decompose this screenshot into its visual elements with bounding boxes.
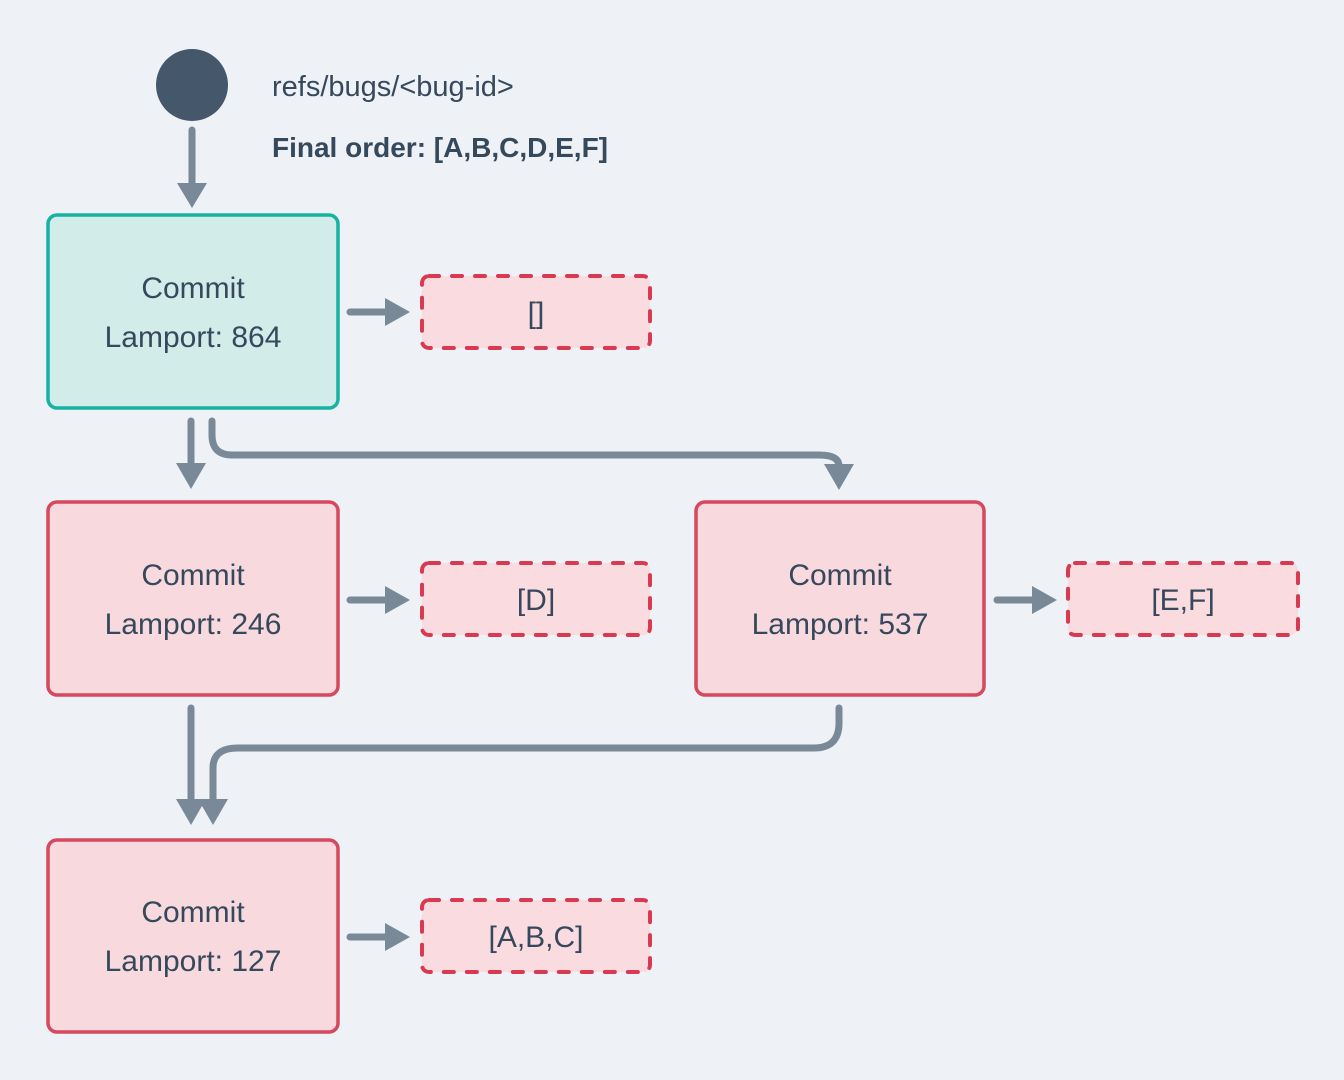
ref-name-label: refs/bugs/<bug-id>	[272, 71, 514, 103]
arrow-right-icon	[1032, 586, 1057, 614]
commit-node-246-title: Commit	[141, 559, 245, 592]
commit-node-864-subtitle: Lamport: 864	[105, 321, 282, 354]
payload-box-head	[420, 274, 652, 350]
commit-node-127-subtitle: Lamport: 127	[105, 945, 282, 978]
arrow-right-icon	[385, 298, 410, 326]
payload-box-merge	[420, 898, 652, 974]
payload-head-label: []	[528, 297, 545, 330]
commit-node-246-subtitle: Lamport: 246	[105, 608, 282, 641]
payload-box-left	[420, 561, 652, 637]
final-order-label: Final order: [A,B,C,D,E,F]	[272, 132, 608, 163]
commit-node-864	[46, 213, 340, 410]
edge-right-to-merge	[198, 704, 843, 825]
ref-circle-icon	[156, 49, 228, 121]
payload-merge-label: [A,B,C]	[488, 921, 583, 954]
arrow-down-icon	[177, 183, 207, 208]
arrow-down-icon	[824, 464, 854, 490]
arrow-down-icon	[176, 463, 206, 489]
commit-node-127-title: Commit	[141, 896, 245, 929]
arrow-down-icon	[176, 799, 206, 825]
payload-box-right	[1066, 561, 1300, 637]
edge-left-to-merge	[176, 704, 206, 825]
payload-left-label: [D]	[517, 584, 555, 617]
edge-head-to-right	[208, 417, 854, 490]
edge-left-to-payload	[346, 586, 410, 614]
payload-right-label: [E,F]	[1151, 584, 1214, 617]
commit-node-864-title: Commit	[141, 272, 245, 305]
commit-node-127	[46, 838, 340, 1034]
edge-ref-to-head	[177, 126, 207, 208]
arrow-right-icon	[385, 586, 410, 614]
edge-head-to-payload	[346, 298, 410, 326]
commit-node-246	[46, 500, 340, 697]
arrow-right-icon	[385, 923, 410, 951]
edge-right-to-payload	[993, 586, 1057, 614]
commit-node-537-title: Commit	[788, 559, 892, 592]
commit-node-537-subtitle: Lamport: 537	[752, 608, 929, 641]
edge-head-to-left	[176, 417, 206, 489]
commit-node-537	[694, 500, 986, 697]
edge-merge-to-payload	[346, 923, 410, 951]
arrow-down-icon	[198, 799, 228, 825]
